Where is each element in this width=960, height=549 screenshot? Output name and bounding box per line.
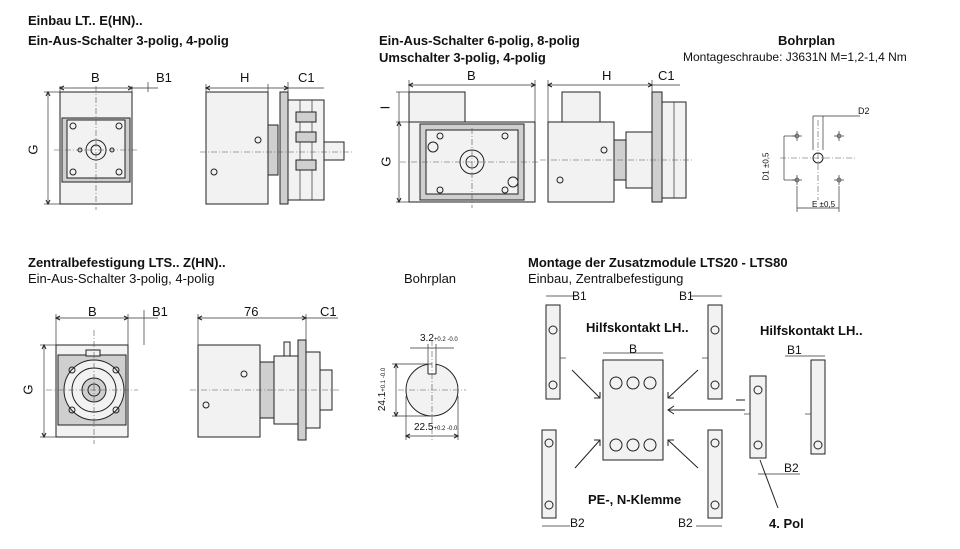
dim-label-e: E ±0,5 (812, 200, 836, 209)
zentral-front-view (40, 310, 158, 444)
dim-tolerance: +0.2 -0.0 (433, 426, 458, 432)
dim-label-b1: B1 (156, 70, 172, 85)
dim-tolerance: +0.1 -0.0 (381, 367, 388, 392)
montage-title: Montage der Zusatzmodule LTS20 - LTS80 (528, 255, 788, 270)
six-pole-title-1: Ein-Aus-Schalter 6-polig, 8-polig (379, 33, 580, 48)
dim-label-c1: C1 (658, 68, 675, 83)
dim-label-b: B (91, 70, 100, 85)
einbau-subtitle: Ein-Aus-Schalter 3-polig, 4-polig (28, 33, 229, 48)
dim-label-b1: B1 (572, 289, 587, 303)
dim-label-76: 76 (244, 304, 259, 319)
six-pole-title-2: Umschalter 3-polig, 4-polig (379, 50, 546, 65)
dim-value: 24.1 (377, 391, 389, 412)
dim-label-b2: B2 (570, 516, 585, 530)
hilfskontakt-right-label: Hilfskontakt LH.. (760, 323, 863, 338)
dim-tolerance: +0.2 -0.0 (433, 337, 458, 343)
einbau-side-view (200, 82, 352, 205)
zentral-subtitle: Ein-Aus-Schalter 3-polig, 4-polig (28, 271, 215, 286)
dim-label-i: I (377, 105, 393, 110)
montage-subtitle: Einbau, Zentralbefestigung (528, 271, 684, 286)
dim-label-h: H (602, 68, 612, 83)
bohrplan-top-drawing (780, 115, 860, 212)
dim-label-24-1: 24.1+0.1 -0.0 (377, 368, 388, 411)
dim-label-b1: B1 (152, 304, 168, 319)
vier-pol-label: 4. Pol (769, 516, 804, 531)
pe-n-klemme-label: PE-, N-Klemme (588, 492, 682, 507)
einbau-title: Einbau LT.. E(HN).. (28, 13, 143, 28)
zentral-bohrplan-title: Bohrplan (404, 271, 457, 286)
dim-label-b2: B2 (784, 461, 799, 475)
dim-label-3-2: 3.2+0.2 -0.0 (420, 333, 458, 344)
montage-drawing (541, 295, 826, 527)
dim-value: 22.5 (414, 422, 434, 433)
dim-label-g: G (25, 144, 41, 155)
dim-label-d1: D1 ±0,5 (761, 152, 771, 181)
dim-label-g: G (20, 384, 36, 395)
zentral-side-view (190, 314, 340, 441)
hilfskontakt-left-label: Hilfskontakt LH.. (586, 320, 689, 335)
dim-label-b: B (467, 68, 476, 83)
einbau-front-view (44, 82, 158, 210)
dim-value: 3.2 (420, 333, 434, 344)
dim-label-g: G (378, 156, 394, 167)
bohrplan-subtitle: Montageschraube: J3631N M=1,2-1,4 Nm (683, 50, 907, 64)
dim-label-b1: B1 (679, 289, 694, 303)
six-pole-side-view (540, 80, 692, 203)
zentral-bohrplan-drawing (392, 340, 466, 440)
dim-label-h: H (240, 70, 250, 85)
dim-label-c1: C1 (320, 304, 337, 319)
six-pole-front-view (396, 80, 540, 208)
dim-label-b2: B2 (678, 516, 693, 530)
dim-label-b: B (88, 304, 97, 319)
dim-label-b: B (629, 342, 638, 356)
zentral-title: Zentralbefestigung LTS.. Z(HN).. (28, 255, 226, 270)
dim-label-22-5: 22.5+0.2 -0.0 (414, 422, 457, 433)
dim-label-d2: D2 (858, 106, 870, 116)
dim-label-b1: B1 (787, 343, 802, 357)
bohrplan-title: Bohrplan (778, 33, 836, 48)
dim-label-c1: C1 (298, 70, 315, 85)
